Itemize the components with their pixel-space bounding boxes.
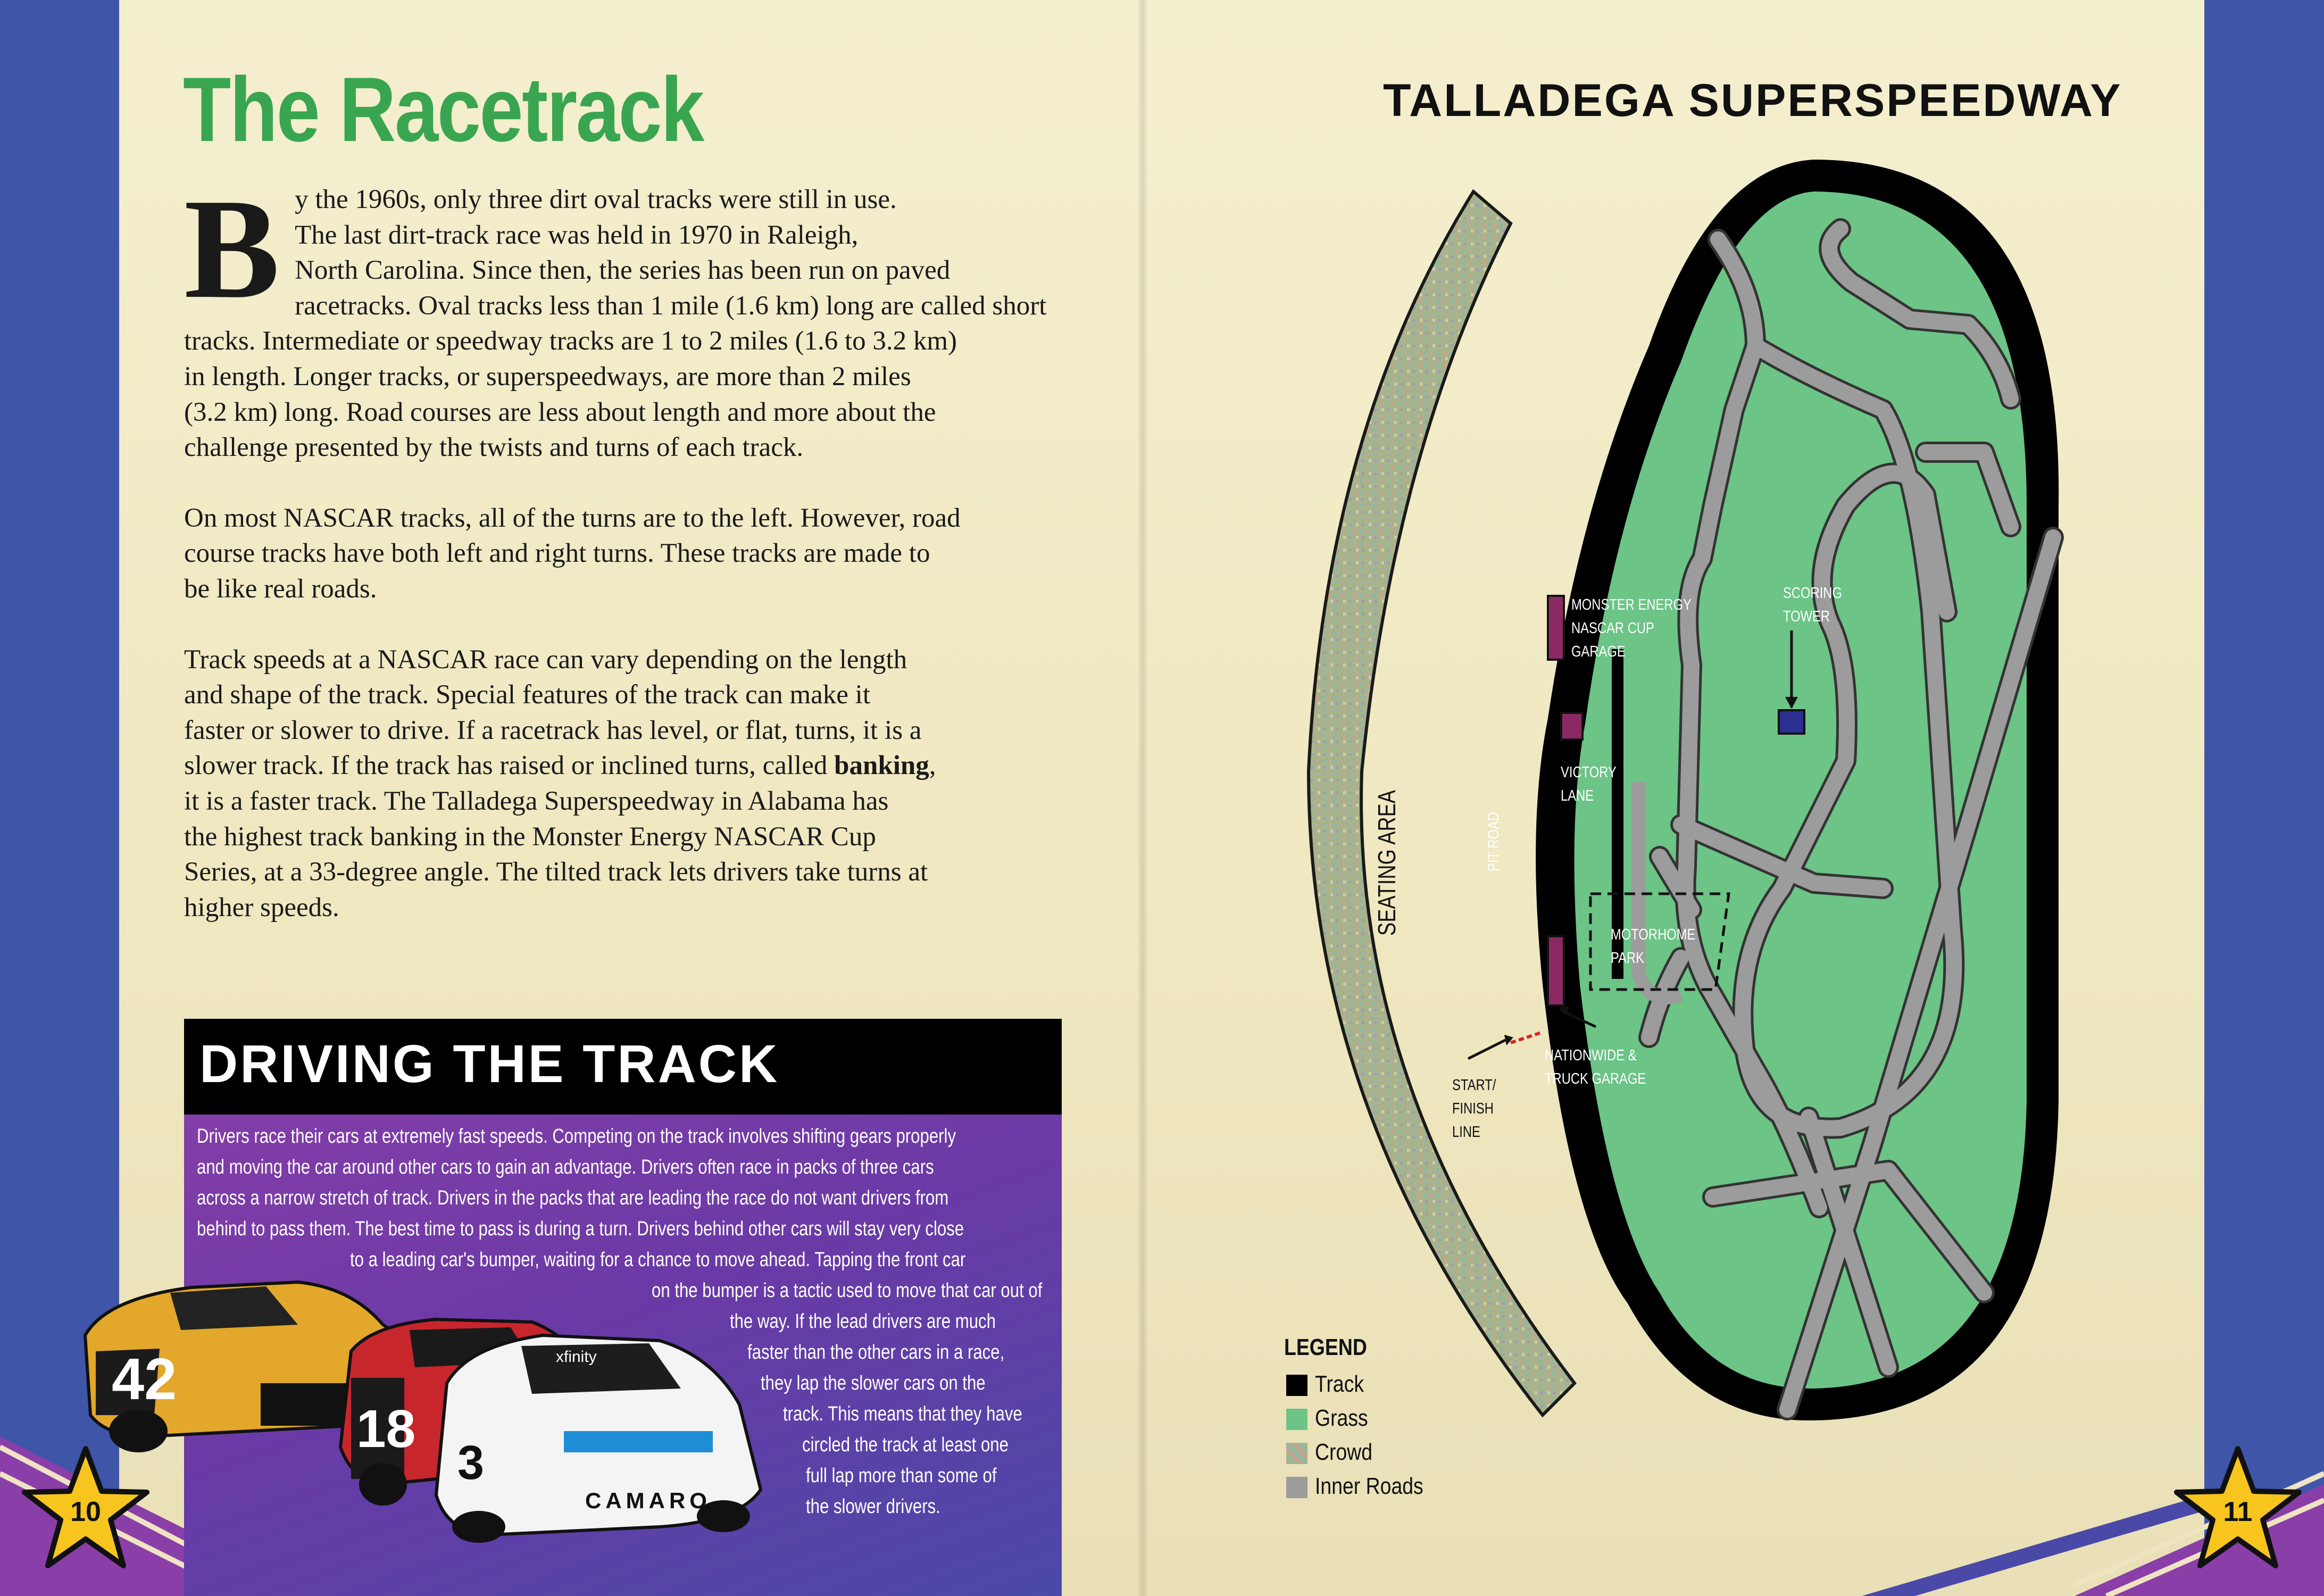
text-line: faster or slower to drive. If a racetrac… (184, 715, 922, 745)
text-line: challenge presented by the twists and tu… (184, 433, 804, 463)
text-line: tracks. Intermediate or speedway tracks … (184, 326, 957, 356)
text-line: course tracks have both left and right t… (184, 538, 930, 569)
car-sponsor: xfinity (556, 1348, 597, 1366)
text-line: be like real roads. (184, 573, 377, 604)
sidebar-text-line: full lap more than some of (806, 1465, 997, 1487)
star-icon (22, 1446, 149, 1568)
car-brand: CAMARO (585, 1488, 711, 1513)
text-line: On most NASCAR tracks, all of the turns … (184, 503, 961, 533)
paragraph-3: Track speeds at a NASCAR race can vary d… (184, 642, 1067, 926)
nationwide-garage (1547, 935, 1565, 1007)
page-number-right: 11 (2223, 1497, 2253, 1527)
text-line: Track speeds at a NASCAR race can vary d… (184, 644, 907, 675)
label-monster-garage: MONSTER ENERGY NASCAR CUP GARAGE (1571, 596, 1692, 660)
sidebar-text-line: on the bumper is a tactic used to move t… (652, 1279, 1043, 1302)
sidebar-text-line: the way. If the lead drivers are much (730, 1310, 996, 1333)
pit-lane-road (1631, 782, 1684, 1004)
sidebar-header (184, 1019, 1062, 1115)
text-line: in length. Longer tracks, or superspeedw… (184, 361, 911, 392)
label-motorhome-park: MOTORHOME PARK (1611, 926, 1696, 967)
text-line: (3.2 km) long. Road courses are less abo… (184, 397, 936, 427)
sidebar-text-line: track. This means that they have (783, 1403, 1022, 1425)
drop-cap: B (184, 169, 280, 328)
sidebar-text-line: across a narrow stretch of track. Driver… (197, 1187, 949, 1209)
swatch-roads (1286, 1477, 1307, 1499)
star-icon (2174, 1446, 2302, 1568)
victory-lane-marker (1560, 712, 1584, 741)
label-scoring-tower: SCORING TOWER (1783, 585, 1842, 625)
legend-item-inner-roads: Inner Roads (1286, 1469, 1443, 1503)
text-line: The last dirt-track race was held in 197… (295, 220, 859, 250)
pit-road-wall (1612, 649, 1623, 979)
race-car-yellow: 42 (83, 1280, 422, 1452)
car-number: 42 (112, 1346, 177, 1412)
race-cars-illustration: 42 18 CAMARO xfinity 3 (83, 1280, 763, 1543)
motorhome-park-outline (1589, 892, 1730, 991)
text-line: higher speeds. (184, 892, 339, 922)
text-line: y the 1960s, only three dirt oval tracks… (295, 185, 897, 214)
car-number: 18 (356, 1399, 415, 1459)
text-line: slower track. If the track has raised or… (184, 751, 936, 781)
track-map (1306, 160, 2064, 1420)
legend-item-grass: Grass (1286, 1401, 1443, 1435)
text-line: the highest track banking in the Monster… (184, 821, 876, 852)
swatch-track (1286, 1375, 1307, 1396)
label-nationwide-garage: NATIONWIDE & TRUCK GARAGE (1545, 1047, 1646, 1087)
bold-term: banking (834, 751, 929, 781)
sidebar-title: DRIVING THE TRACK (199, 1034, 780, 1094)
sidebar-text-line: and moving the car around other cars to … (197, 1156, 934, 1178)
sidebar-text-line: the slower drivers. (806, 1495, 940, 1518)
sidebar-text-line: to a leading car's bumper, waiting for a… (350, 1249, 966, 1271)
legend-item-track: Track (1286, 1367, 1443, 1401)
race-car-white: CAMARO xfinity 3 (434, 1333, 763, 1543)
sidebar-text-line: they lap the slower cars on the (761, 1372, 986, 1394)
scoring-tower-marker (1778, 709, 1805, 735)
legend: Track Grass Crowd Inner Roads (1286, 1367, 1443, 1503)
text-line: racetracks. Oval tracks less than 1 mile… (295, 290, 1047, 321)
map-title: TALLADEGA SUPERSPEEDWAY (1383, 75, 2122, 126)
text-line: North Carolina. Since then, the series h… (295, 255, 951, 286)
legend-title: LEGEND (1284, 1334, 1367, 1360)
label-pit-road: PIT ROAD (1485, 812, 1503, 871)
sidebar-text-line: Drivers race their cars at extremely fas… (197, 1125, 956, 1148)
book-spine (1138, 0, 1147, 1596)
sidebar-text-line: faster than the other cars in a race, (747, 1341, 1005, 1364)
label-victory-lane: VICTORY LANE (1561, 764, 1617, 804)
label-start-finish: START/ FINISH LINE (1452, 1077, 1496, 1141)
paragraph-1: B y the 1960s, only three dirt oval trac… (184, 169, 1067, 466)
sidebar-text-line: circled the track at least one (802, 1434, 1009, 1456)
seating-area (1306, 189, 1577, 1418)
text-line: it is a faster track. The Talladega Supe… (184, 786, 889, 816)
legend-item-crowd: Crowd (1286, 1435, 1443, 1469)
page-number-left: 10 (70, 1497, 101, 1527)
car-number: 3 (457, 1436, 484, 1490)
swatch-grass (1286, 1409, 1307, 1431)
start-finish-marker (1510, 1030, 1543, 1044)
monster-garage (1547, 595, 1565, 661)
page-title: The Racetrack (183, 59, 704, 161)
swatch-crowd (1286, 1443, 1307, 1465)
text-line: and shape of the track. Special features… (184, 680, 870, 710)
label-seating-area: SEATING AREA (1373, 790, 1401, 936)
sidebar-text-line: behind to pass them. The best time to pa… (197, 1218, 964, 1240)
text-line: Series, at a 33-degree angle. The tilted… (184, 857, 928, 887)
body-text: B y the 1960s, only three dirt oval trac… (184, 169, 1067, 960)
paragraph-2: On most NASCAR tracks, all of the turns … (184, 501, 1067, 607)
